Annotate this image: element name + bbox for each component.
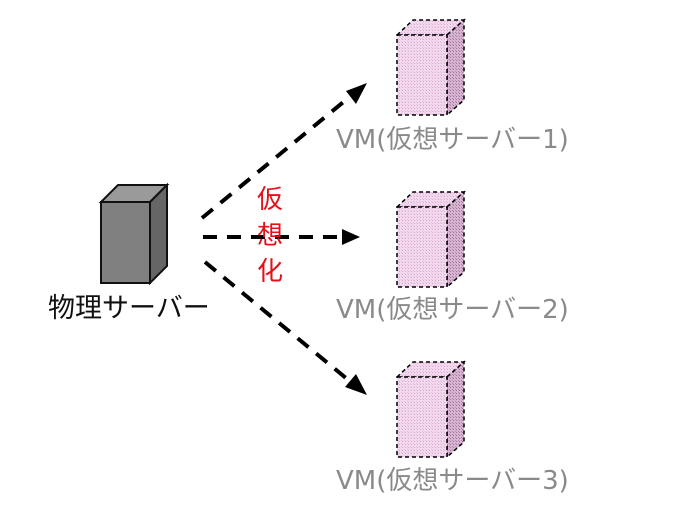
virtualization-label: 仮 想 化 bbox=[255, 182, 285, 290]
arrowhead-vm1 bbox=[346, 83, 367, 104]
arrow-to-vm1 bbox=[200, 93, 354, 220]
vm2-label: VM(仮想サーバー2) bbox=[336, 295, 569, 325]
vm3-label: VM(仮想サーバー3) bbox=[336, 466, 569, 496]
vm2-server-icon bbox=[395, 190, 466, 289]
virtualization-char: 化 bbox=[256, 257, 283, 287]
arrow-to-vm3 bbox=[203, 260, 354, 385]
arrowhead-vm2 bbox=[342, 229, 360, 245]
vm3-server-icon bbox=[395, 360, 466, 459]
physical-server-icon bbox=[98, 182, 170, 286]
vm1-label: VM(仮想サーバー1) bbox=[336, 125, 569, 155]
physical-server-label: 物理サーバー bbox=[48, 293, 210, 324]
arrowhead-vm3 bbox=[345, 374, 367, 395]
virtualization-char: 仮 bbox=[256, 185, 283, 215]
virtualization-char: 想 bbox=[256, 221, 283, 251]
vm1-server-icon bbox=[395, 18, 466, 117]
